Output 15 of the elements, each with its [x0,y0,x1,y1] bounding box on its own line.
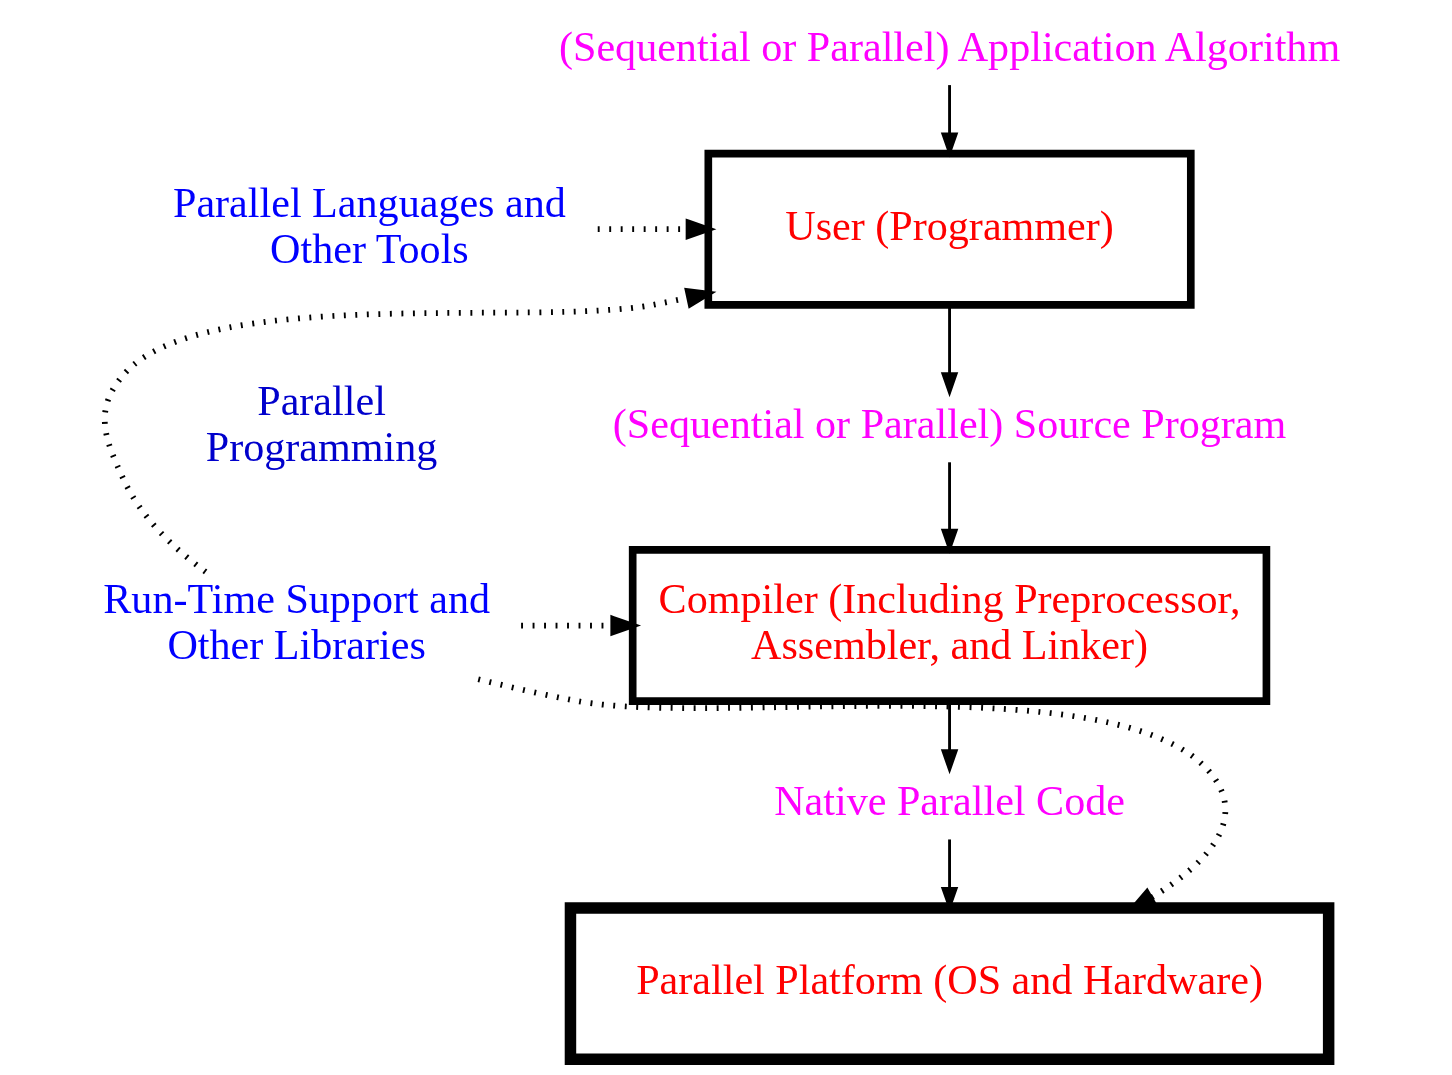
node-box: User (Programmer) [703,149,1195,309]
node-text: (Sequential or Parallel) Application Algorithm [558,22,1340,70]
node-text: Native Parallel Code [773,777,1125,825]
node-box: Parallel Platform (OS and Hardware) [564,902,1334,1065]
arrow [101,287,716,575]
node-text: (Sequential or Parallel) Source Program [612,400,1286,448]
label: Parallel Programming [205,377,437,471]
arrow [940,462,958,554]
arrow [940,85,958,158]
arrow [940,305,958,398]
node-text: Parallel Languages and Other Tools [172,178,566,272]
node-text: Run-Time Support and Other Libraries [102,575,490,669]
arrow [520,614,641,637]
arrow [597,218,716,240]
node-box: Compiler (Including Preprocessor, Assembler, and Linker) [628,546,1270,706]
